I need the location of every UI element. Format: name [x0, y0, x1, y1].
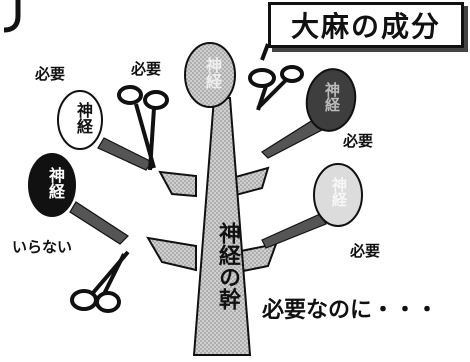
neuron-right-light-text: 神経 [330, 177, 348, 207]
neuron-left-black [28, 153, 76, 217]
note-text: 必要なのに・・・ [262, 298, 439, 323]
neuron-right-light [313, 163, 363, 227]
trunk-label: 神経の幹 [215, 222, 240, 310]
label-left-black: いらない [12, 238, 73, 256]
label-top-left: 必要 [35, 65, 66, 83]
title-box: 大麻の成分 [268, 2, 464, 48]
neuron-upper-right [305, 68, 357, 132]
label-top-scissors: 必要 [131, 60, 162, 78]
neuron-left-white-text: 神経 [74, 102, 93, 134]
neuron-top [184, 42, 236, 108]
neuron-left-black-text: 神経 [46, 167, 65, 199]
corner-bracket-icon [3, 0, 21, 33]
neuron-top-text: 神経 [203, 57, 222, 89]
neuron-left-white [57, 90, 103, 150]
scissors-icon-top-right [248, 43, 304, 111]
label-upper-right: 必要 [343, 132, 374, 150]
label-right-light: 必要 [350, 242, 381, 260]
axon-cones [69, 117, 327, 249]
title: 大麻の成分 [290, 10, 441, 43]
scissors-icon-bottom [70, 250, 130, 313]
neuron-upper-right-text: 神経 [323, 82, 341, 112]
scissors-icon-left [117, 85, 169, 171]
